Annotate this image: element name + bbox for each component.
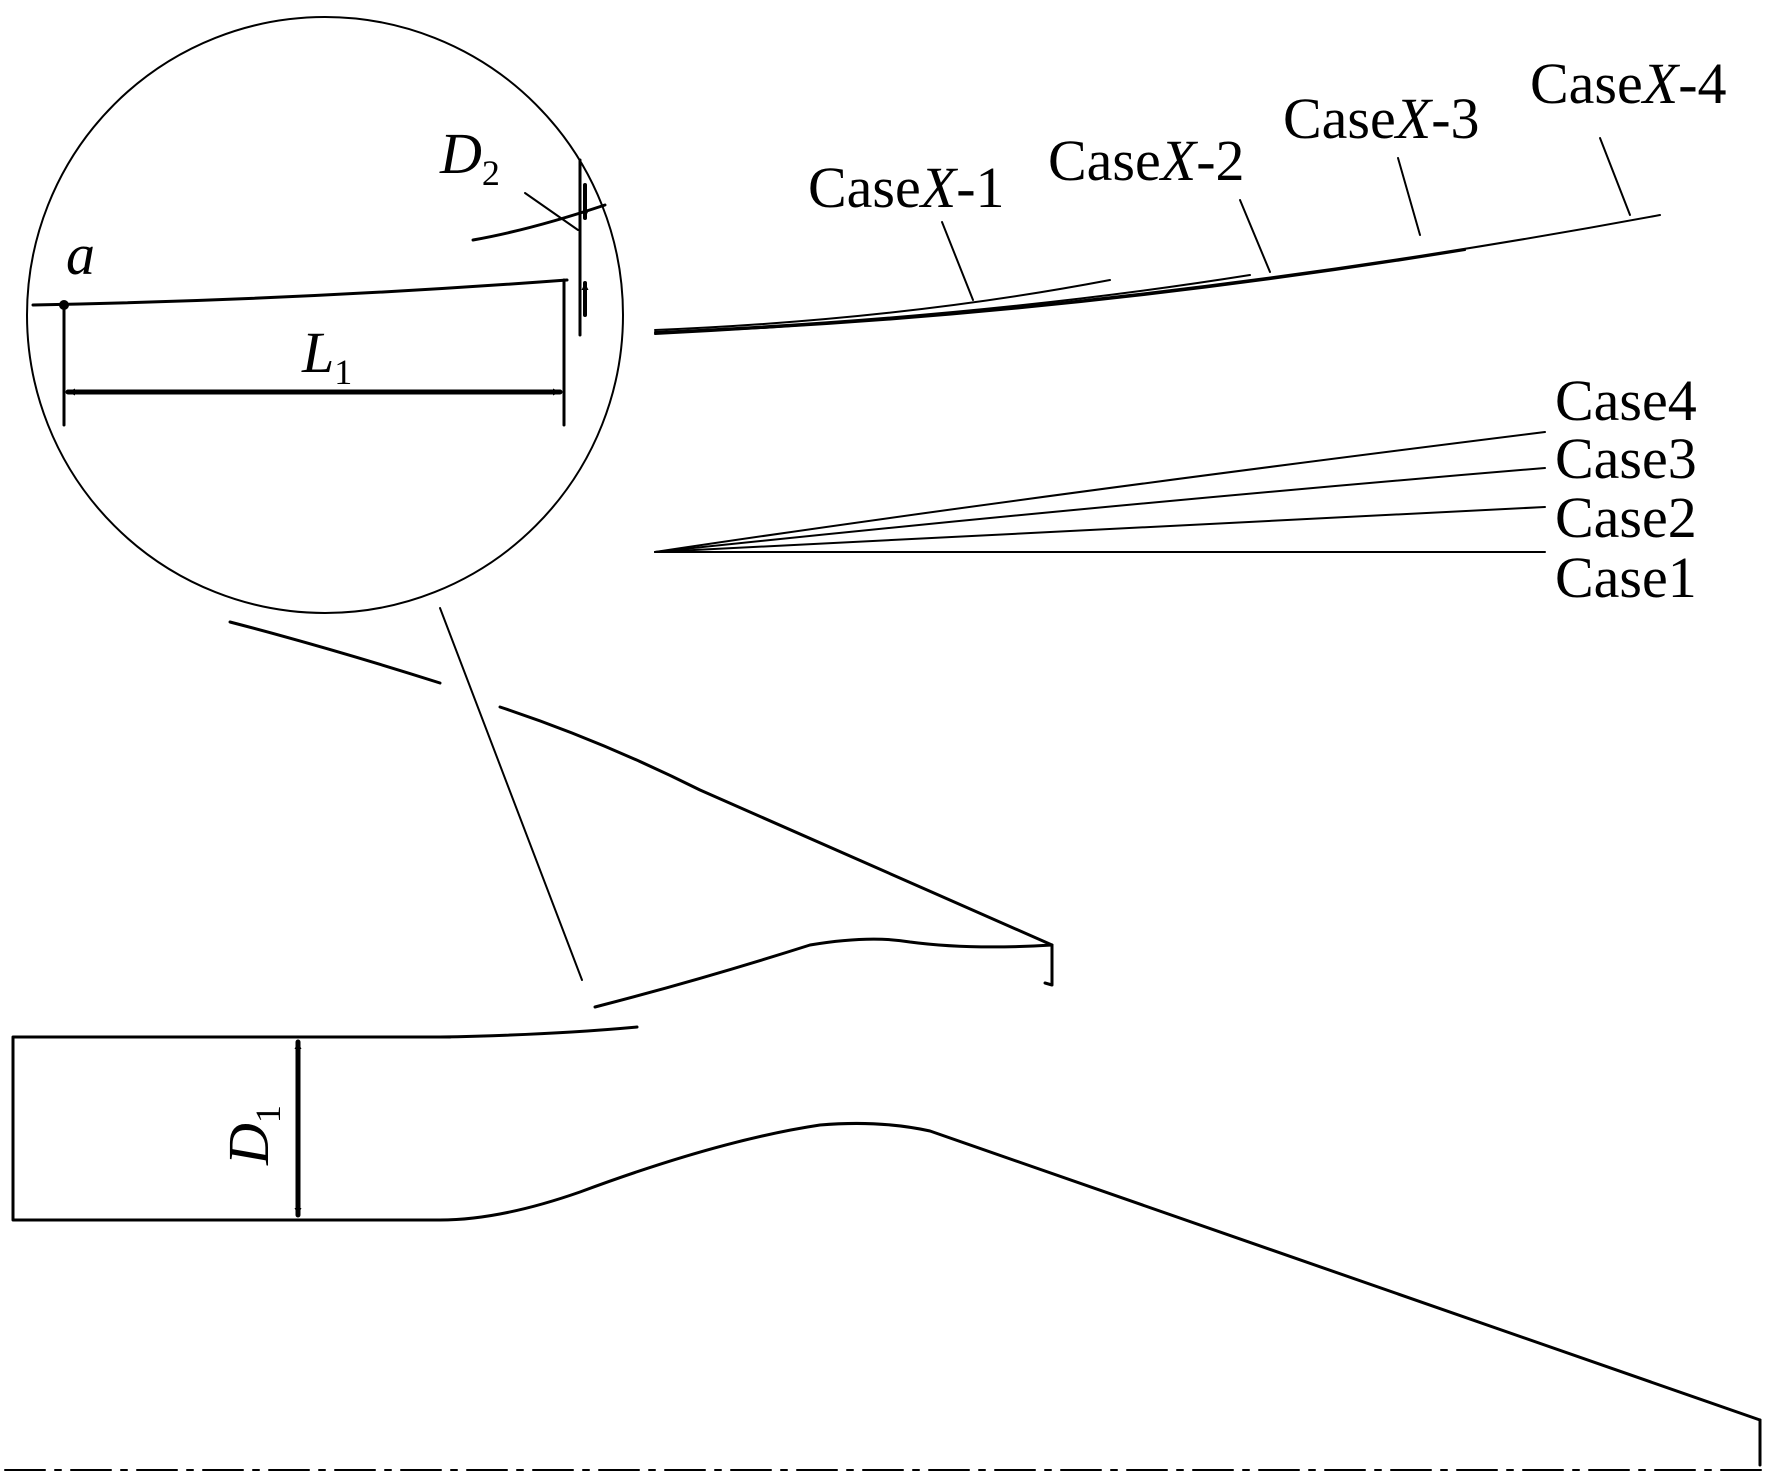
casex-3-curve: [654, 249, 1466, 334]
casex-1-leader: [941, 221, 974, 301]
l1-label: L1: [301, 320, 352, 392]
point-a-label: a: [66, 222, 95, 287]
casex-3-label: CaseX-3: [1283, 86, 1480, 151]
detail-upper-wall-line: [471, 203, 607, 242]
casex-4-curve: [654, 214, 1661, 335]
casex-curves: CaseX-1 CaseX-2 CaseX-3 CaseX-4: [654, 51, 1727, 335]
casex-1-label: CaseX-1: [808, 155, 1005, 220]
case1-label: Case1: [1555, 545, 1697, 610]
lower-contraction-wall: [438, 1121, 1762, 1422]
case3-curve: [654, 467, 1546, 553]
case2-curve: [654, 506, 1546, 553]
casex-2-leader: [1239, 199, 1271, 273]
casex-2-curve: [654, 274, 1251, 333]
d2-leader-line: [524, 192, 579, 231]
case4-label: Case4: [1555, 368, 1697, 433]
casex-2-label: CaseX-2: [1048, 128, 1245, 193]
magnifier-connector-line: [439, 607, 583, 981]
casex-4-label: CaseX-4: [1530, 51, 1727, 116]
inlet-outline: [11, 1035, 452, 1222]
outer-diverging-wall-lower: [498, 705, 1054, 947]
d2-label: D2: [439, 121, 500, 193]
nozzle-geometry: D1: [4, 620, 1766, 1471]
d1-label: D1: [216, 1105, 288, 1166]
outer-diverging-wall: [228, 620, 442, 685]
magnified-detail: a L1 D2: [26, 16, 624, 614]
casex-1-curve: [654, 279, 1111, 331]
case-curves: Case4 Case3 Case2 Case1: [654, 368, 1697, 610]
case4-curve: [654, 431, 1546, 553]
case3-label: Case3: [1555, 426, 1697, 491]
detail-wall-line: [31, 278, 569, 307]
secondary-throat-wall: [593, 937, 1054, 1009]
magnifier-circle: [26, 16, 624, 614]
casex-3-leader: [1397, 157, 1421, 236]
inlet-upper-wall: [438, 1025, 639, 1039]
case2-label: Case2: [1555, 485, 1697, 550]
casex-4-leader: [1599, 137, 1631, 216]
